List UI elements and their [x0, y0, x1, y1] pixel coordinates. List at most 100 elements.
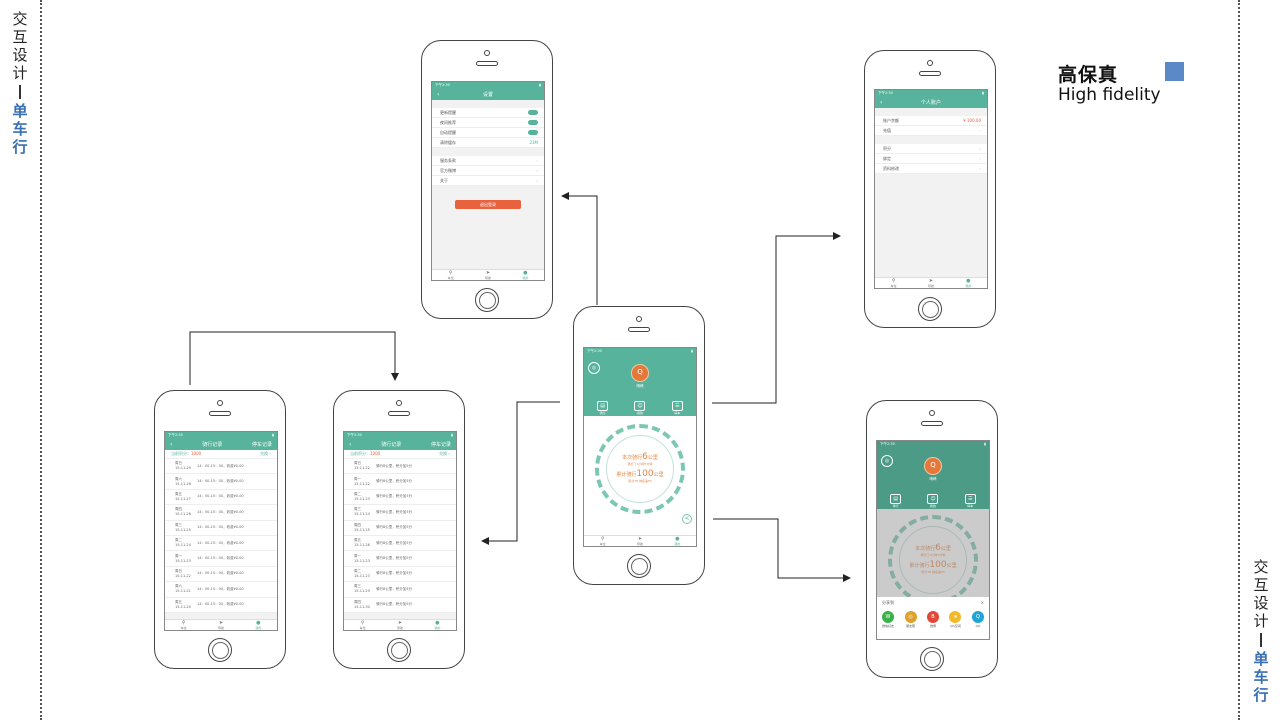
tab-riding-records[interactable]: 骑行记录	[381, 441, 402, 448]
toggle-switch[interactable]	[528, 130, 538, 135]
tab-navigation[interactable]: ➤导航	[217, 620, 224, 630]
tab-parking-records[interactable]: 停车记录	[251, 441, 272, 448]
close-icon[interactable]: ×	[980, 600, 984, 605]
logout-button[interactable]: 退出登录	[455, 200, 521, 209]
tab-label: 我的	[965, 283, 972, 288]
item-label: 积分	[883, 145, 891, 151]
quick-mine[interactable]: ☺我的	[634, 401, 646, 415]
tab-navigation[interactable]: ➤导航	[397, 620, 403, 630]
record-date-value: 15-11-22	[354, 466, 370, 471]
quick-label: 骑行	[599, 411, 606, 415]
tab-mine[interactable]: ●我的	[522, 270, 528, 280]
tab-bar: ⚲车位 ➤导航 ●我的	[165, 619, 277, 630]
quick-label: 骑行	[892, 504, 899, 508]
record-day: 周一	[175, 553, 182, 558]
back-icon[interactable]: ‹	[880, 98, 883, 106]
account-item-row[interactable]: 绑定›	[875, 154, 987, 164]
tab-label: 我的	[674, 541, 681, 546]
quick-label: 我的	[929, 504, 936, 508]
phone-account: 下午2:30▮ ‹ 个人账户 账户余额¥ 100.00 充值› 积分› 绑定› …	[864, 50, 996, 328]
settings-navbar: ‹ 设置	[432, 88, 544, 100]
tab-parking[interactable]: ⚲车位	[448, 270, 454, 280]
link-row[interactable]: 服务条款›	[432, 156, 544, 166]
tab-navigation[interactable]: ➤导航	[928, 278, 934, 288]
tab-parking[interactable]: ⚲车位	[181, 620, 187, 630]
avatar[interactable]: Q	[631, 364, 649, 382]
chevron-right-icon: ›	[979, 156, 981, 161]
tab-mine[interactable]: ●我的	[434, 620, 440, 630]
tab-mine[interactable]: ●我的	[255, 620, 261, 630]
back-icon[interactable]: ‹	[170, 440, 173, 448]
dim-overlay[interactable]	[877, 509, 989, 597]
share-option[interactable]: ◎朋友圈	[904, 611, 917, 628]
record-day: 周日	[354, 461, 361, 466]
share-option[interactable]: ★QQ空间	[949, 611, 962, 628]
record-detail: 骑行8公里，积分加5分	[376, 586, 412, 591]
locate-icon[interactable]: ◎	[588, 362, 600, 374]
tab-mine[interactable]: ●我的	[965, 278, 972, 288]
redeem-link[interactable]: 兑换 ›	[439, 451, 450, 456]
tab-parking[interactable]: ⚲车位	[360, 620, 366, 630]
tab-mine[interactable]: ●我的	[674, 536, 681, 546]
tab-navigation[interactable]: ➤导航	[485, 270, 491, 280]
left-dotted-border	[40, 0, 42, 720]
redeem-link[interactable]: 兑换 ›	[260, 451, 271, 456]
user-name: 晴晴	[636, 384, 644, 388]
account-item-row[interactable]: 资料修改›	[875, 164, 987, 174]
back-icon[interactable]: ‹	[349, 440, 352, 448]
toggle-switch[interactable]	[528, 110, 538, 115]
link-row[interactable]: 关于›	[432, 176, 544, 186]
quick-parking[interactable]: ☰停车	[671, 401, 683, 415]
toggle-switch[interactable]	[528, 120, 538, 125]
record-day: 周四	[354, 522, 361, 527]
arrow-records-a-to-b	[189, 331, 399, 385]
quick-ride[interactable]: ▤骑行	[597, 401, 609, 415]
tab-parking[interactable]: ⚲车位	[600, 536, 606, 546]
user-name: 晴晴	[929, 477, 937, 481]
smile-icon: ☺	[634, 401, 646, 411]
record-day: 周五	[175, 599, 182, 604]
share-icon[interactable]: <	[682, 514, 692, 524]
tab-navigation[interactable]: ➤导航	[637, 536, 643, 546]
tab-riding-records[interactable]: 骑行记录	[202, 441, 223, 448]
tab-parking[interactable]: ⚲车位	[891, 278, 897, 288]
status-bar: 下午2:30▮	[432, 82, 544, 88]
record-date-value: 15-11-25	[354, 527, 370, 532]
link-row[interactable]: 官方微博›	[432, 166, 544, 176]
back-icon[interactable]: ‹	[437, 90, 440, 98]
account-item-row[interactable]: 积分›	[875, 144, 987, 154]
record-date-value: 15-11-29	[175, 466, 191, 471]
tab-label: 导航	[217, 625, 224, 630]
this-ride-line: 本次骑行6公里	[622, 452, 658, 462]
recharge-row[interactable]: 充值›	[875, 126, 987, 136]
tab-parking-records[interactable]: 停车记录	[430, 441, 451, 448]
